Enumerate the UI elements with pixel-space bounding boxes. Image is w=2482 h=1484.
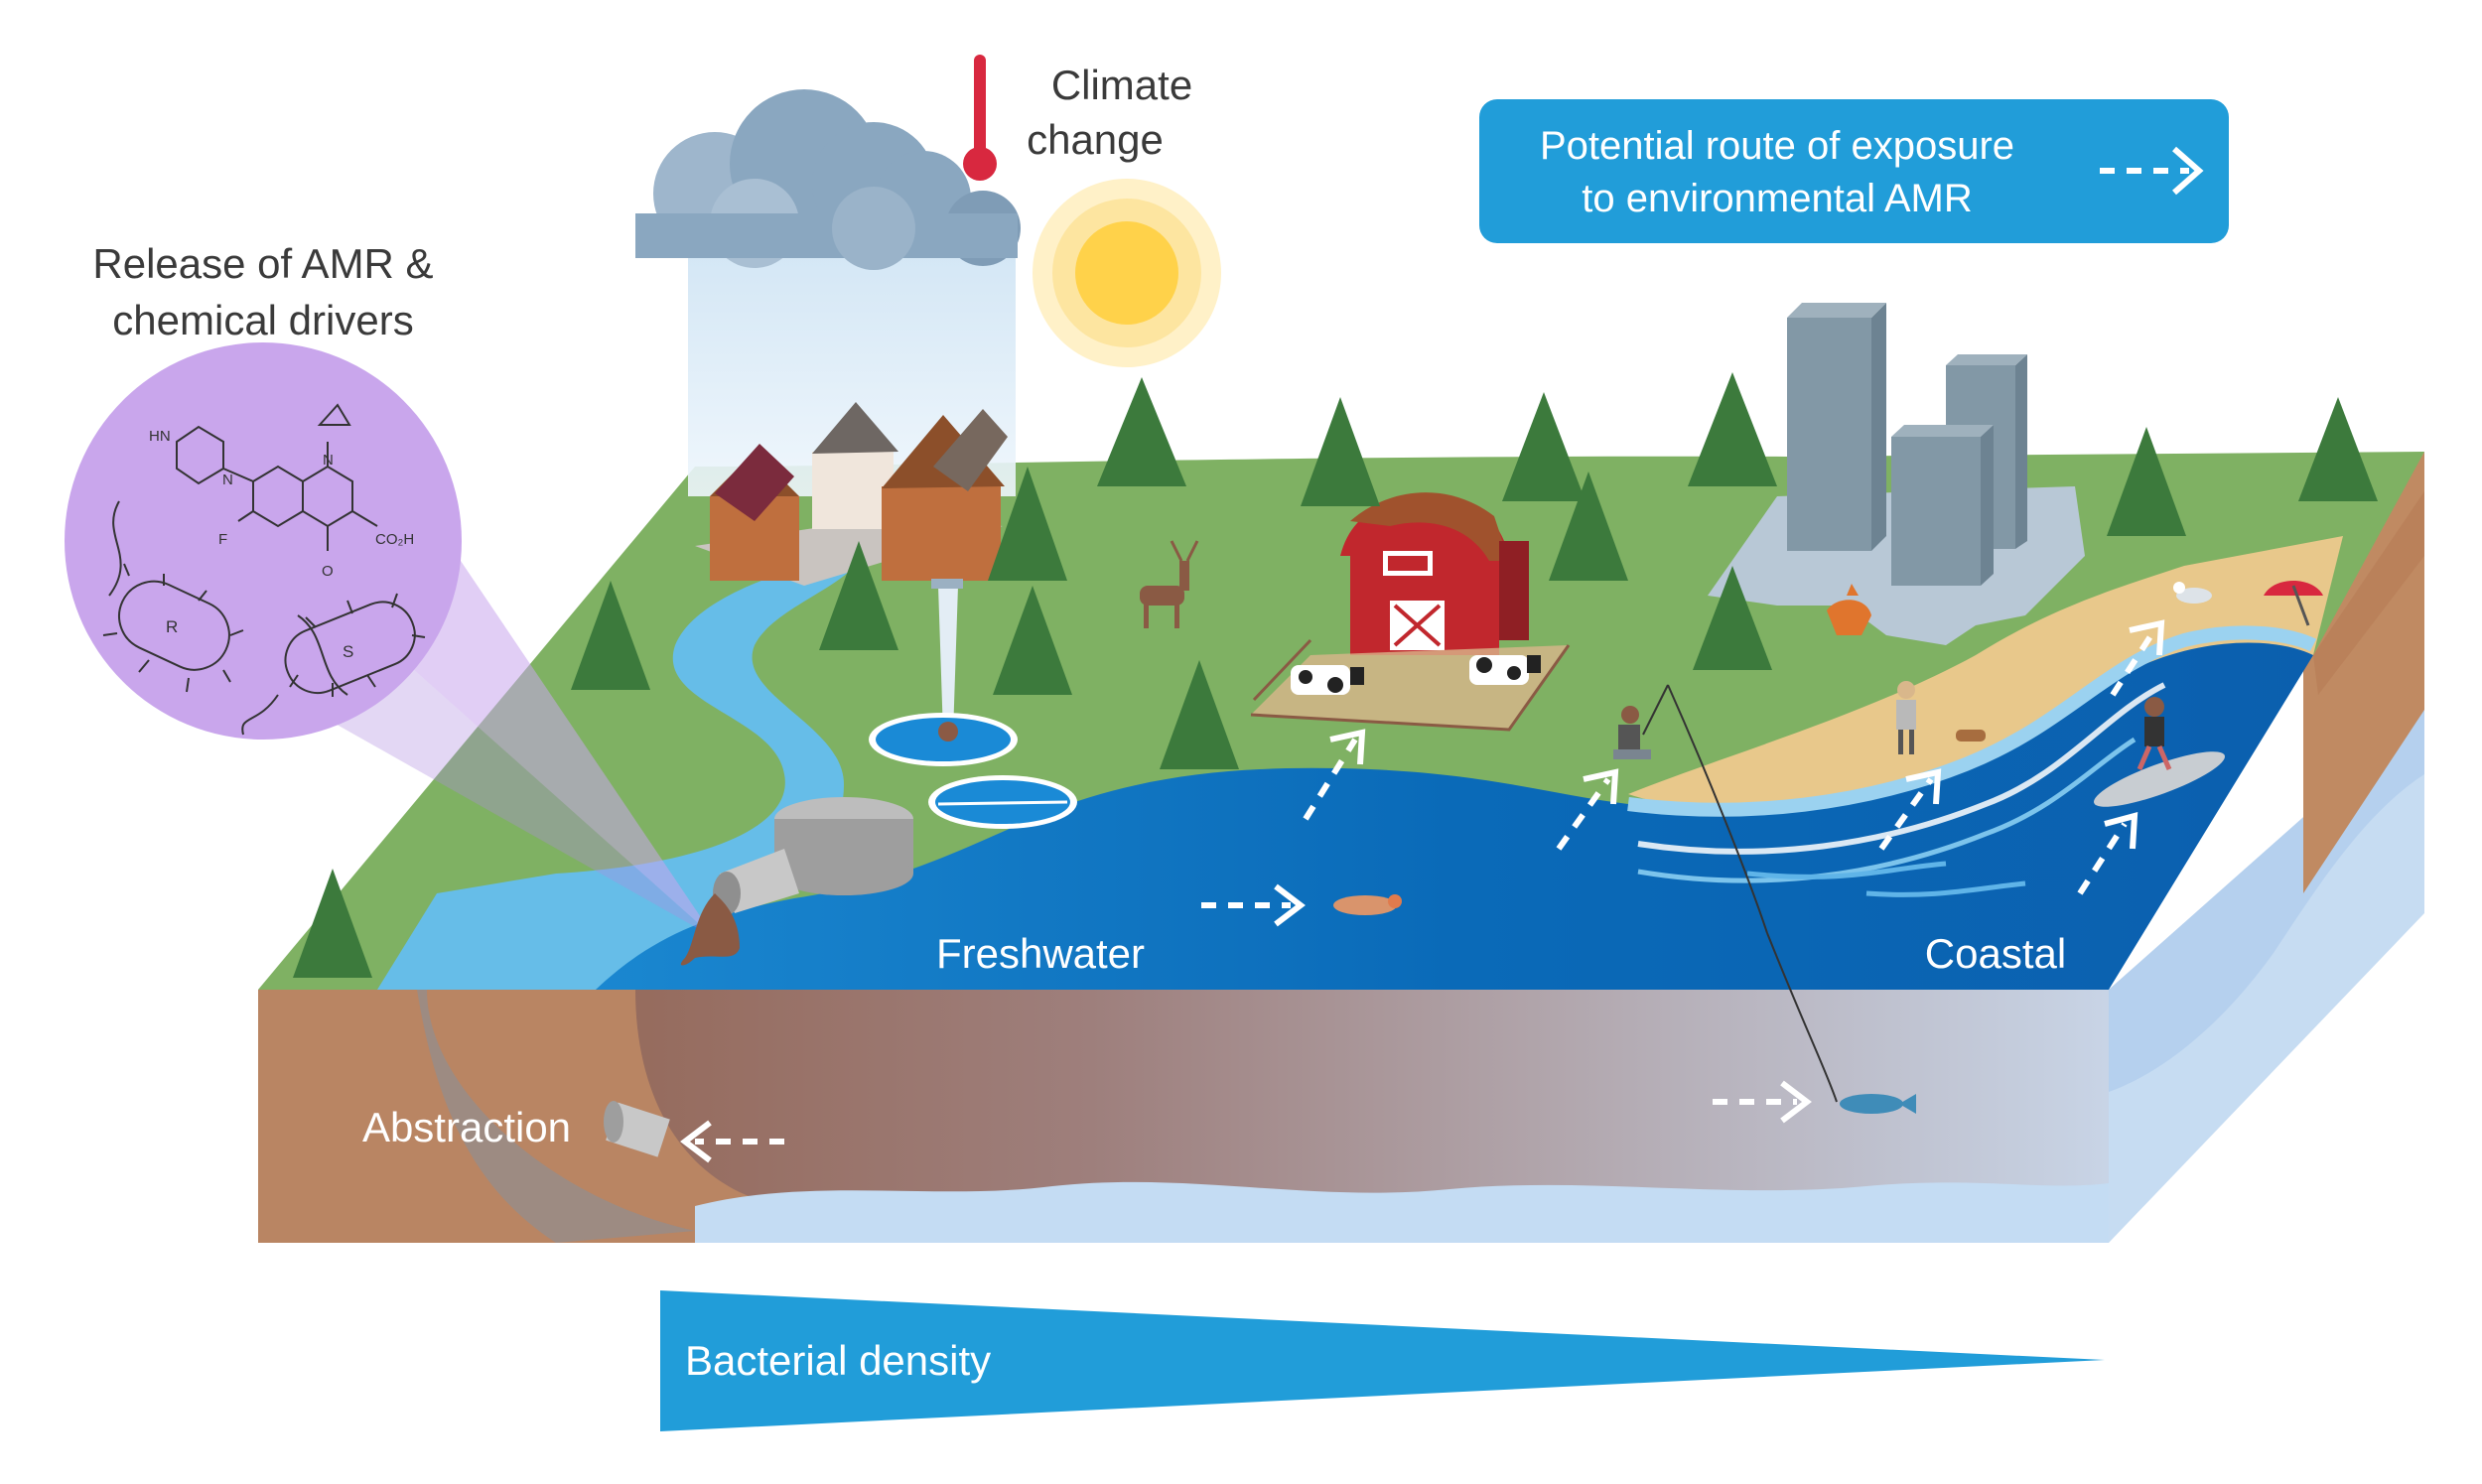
legend-line2: to environmental AMR	[1582, 177, 1973, 220]
bacteria-lens: HN N N F O CO₂H R	[65, 342, 462, 740]
thermometer-icon	[963, 55, 997, 181]
molecule-n2: N	[323, 452, 334, 469]
gull-icon	[2173, 582, 2212, 604]
molecule-o: O	[322, 563, 334, 580]
animal-pens	[1250, 638, 1571, 732]
abstraction-label: Abstraction	[362, 1104, 571, 1150]
molecule-n1: N	[222, 472, 233, 488]
swimmer-icon	[1333, 894, 1402, 915]
molecule-f: F	[218, 531, 227, 548]
coastal-label: Coastal	[1925, 930, 2066, 977]
sea	[596, 625, 2317, 990]
release-label-line2: chemical drivers	[112, 297, 413, 343]
bacterium-s-label: S	[343, 642, 353, 661]
trees	[293, 372, 2378, 978]
surfer-icon	[2094, 697, 2225, 807]
release-label-line1: Release of AMR &	[92, 240, 433, 287]
molecule-hn: HN	[149, 428, 171, 445]
climate-label-line2: change	[1027, 116, 1164, 163]
bacterium-r-label: R	[166, 617, 178, 636]
climate-label-line1: Climate	[1051, 62, 1192, 108]
legend-line1: Potential route of exposure	[1540, 124, 2014, 168]
barn	[1340, 492, 1529, 655]
fox-icon	[1827, 584, 1871, 635]
bacterium-r-icon: R	[102, 563, 244, 693]
fisher-icon	[1613, 684, 1838, 1103]
freshwater-label: Freshwater	[936, 930, 1145, 977]
exposure-arrows	[695, 628, 2157, 1145]
bacterial-density-bar: Bacterial density	[660, 1290, 2105, 1431]
houses	[695, 402, 1008, 586]
molecule-co2h: CO₂H	[375, 531, 414, 548]
dashed-arrow-icon	[2100, 146, 2204, 196]
abstraction-pipe	[604, 1101, 670, 1157]
dog-walker-icon	[1896, 681, 1986, 754]
umbrella-icon	[2264, 581, 2323, 626]
legend-box: Potential route of exposure to environme…	[1479, 99, 2229, 243]
deer-icon	[1140, 540, 1199, 628]
rain-cloud	[635, 89, 1021, 496]
exposure-arrow-heads	[680, 619, 2165, 1163]
bacterium-s-icon: S	[284, 593, 426, 697]
soil-cross-section	[258, 452, 2424, 1243]
sun-icon	[1033, 179, 1221, 367]
fish-icon	[1840, 1094, 1916, 1114]
treatment-works	[680, 579, 1077, 966]
city-buildings	[1787, 303, 2027, 586]
bacterial-density-label: Bacterial density	[685, 1337, 991, 1384]
